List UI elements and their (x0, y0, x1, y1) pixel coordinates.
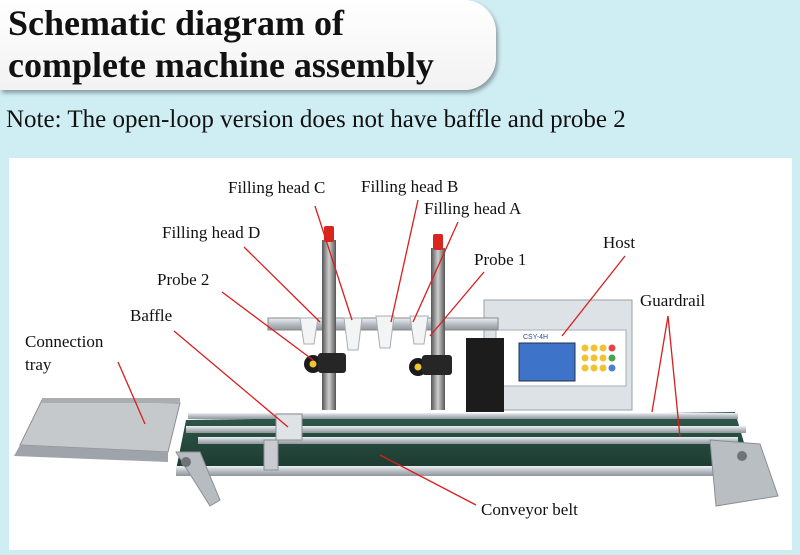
label-host: Host (603, 233, 636, 252)
label-filling-head-d: Filling head D (162, 223, 261, 242)
conveyor (175, 412, 779, 507)
title-line-1: Schematic diagram of (8, 3, 344, 43)
connection-tray (14, 398, 181, 462)
support-posts (304, 226, 452, 410)
title-line-2: complete machine assembly (8, 45, 434, 85)
baffle-assembly (263, 413, 303, 471)
host-unit (466, 299, 633, 412)
label-guardrail: Guardrail (640, 291, 706, 310)
label-filling-head-b: Filling head B (361, 177, 459, 196)
label-baffle: Baffle (130, 306, 173, 325)
host-model-label: CSY-4H (523, 334, 548, 341)
label-probe-2: Probe 2 (157, 270, 210, 289)
keypad (581, 344, 616, 372)
title-banner: Schematic diagram of complete machine as… (0, 0, 496, 90)
label-connection-tray-line1: Connection (25, 332, 104, 351)
label-connection-tray-line2: tray (25, 355, 52, 374)
label-conveyor-belt: Conveyor belt (481, 500, 578, 519)
filling-nozzles (299, 315, 429, 351)
label-filling-head-c: Filling head C (228, 178, 326, 197)
open-loop-note: Note: The open-loop version does not hav… (6, 106, 626, 133)
label-probe-1: Probe 1 (474, 250, 527, 269)
leader-lines (117, 199, 681, 506)
label-filling-head-a: Filling head A (424, 199, 522, 218)
